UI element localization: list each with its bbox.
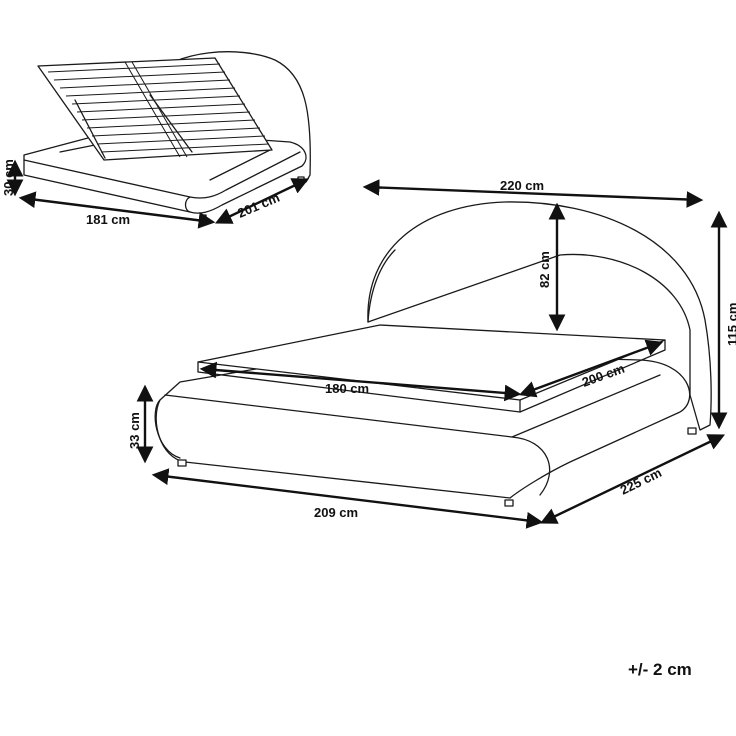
dim-lift-width-line [18, 191, 216, 229]
headboard [367, 201, 712, 431]
label-overall-length: 225 cm [618, 465, 664, 498]
label-base-width: 209 cm [314, 505, 358, 520]
dim-base-width-line [151, 468, 544, 529]
dim-overall-width-line [362, 179, 704, 208]
gas-strut-right [149, 94, 193, 153]
label-overall-width: 220 cm [500, 178, 544, 193]
label-base-height: 33 cm [127, 412, 142, 449]
foot-back [687, 427, 697, 435]
gas-strut-left [74, 99, 106, 159]
label-total-height: 115 cm [725, 303, 736, 346]
foot-left [177, 459, 187, 467]
label-lift-height: 30 cm [1, 159, 16, 196]
foot-front [504, 499, 514, 507]
dim-mattress-length-line [518, 339, 664, 398]
dim-lift-length-line [214, 178, 310, 224]
lifted-slat-frame [37, 57, 273, 161]
label-lift-width: 181 cm [86, 212, 130, 227]
tolerance-note: +/- 2 cm [628, 660, 692, 679]
dim-mattress-width-line [199, 361, 522, 402]
label-headboard-height: 82 cm [537, 251, 552, 288]
label-mattress-width: 180 cm [325, 381, 369, 396]
slats [47, 61, 270, 158]
dim-overall-length-line [539, 434, 726, 524]
